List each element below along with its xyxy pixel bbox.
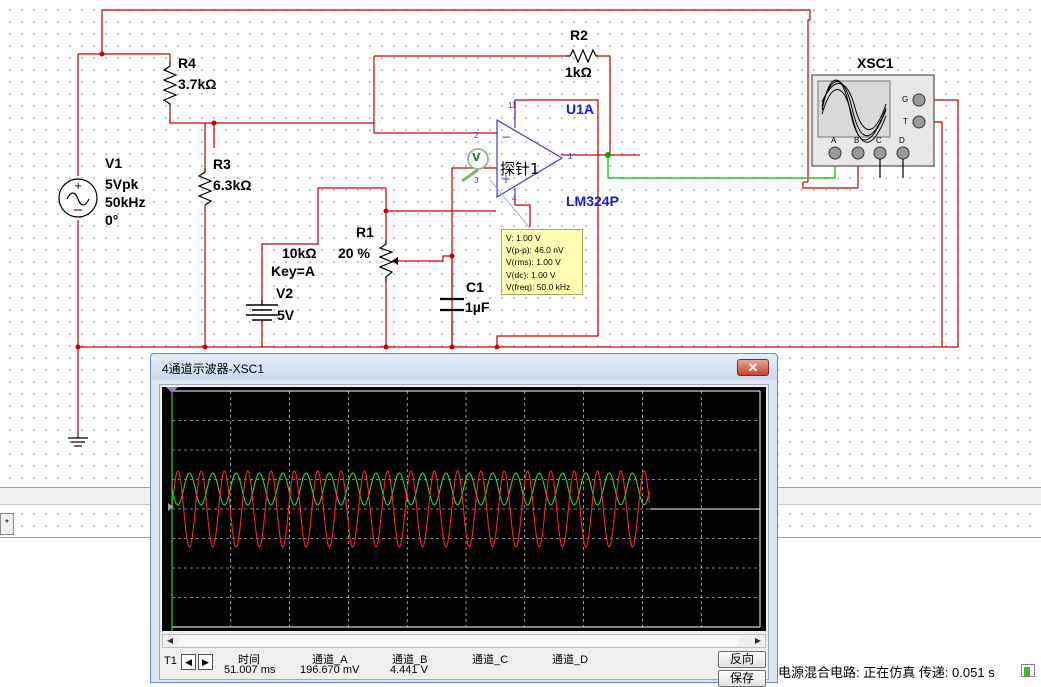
u1a-pin-3: 3 [474,176,479,185]
xsc1-channel-b: B [854,136,860,145]
probe-name[interactable]: 探针1 [500,160,540,178]
svg-text:+: + [74,181,82,192]
r2-ref: R2 [570,27,588,43]
probe-reading: V(freq): 50.0 kHz [506,281,571,292]
u1a-ref: U1A [566,101,595,117]
probe-reading: V(dc): 1.00 V [506,269,556,280]
scroll-left-icon[interactable]: ◀ [166,636,174,645]
u1a-pin-11: 11 [508,101,517,110]
trigger-marker-icon [168,503,174,511]
cursor-readout: T1 ◀ ▶ 时间 通道_A 通道_B 通道_C 通道_D 51.007 ms … [160,651,768,687]
readout-header-time: 时间 [238,654,260,666]
xsc1-channel-a: A [831,136,837,145]
cursor-next-button[interactable]: ▶ [198,654,213,670]
r1-setting: 20 % [338,245,370,261]
xsc1-terminal-g: G [902,95,909,104]
c1-ref: C1 [466,279,484,295]
u1a-pin-4: 4 [512,194,517,203]
readout-header-d: 通道_D [552,654,589,666]
scope-title: 4通道示波器-XSC1 [162,362,265,376]
r4-ref: R4 [178,55,196,71]
xsc1-terminal-t: T [903,117,908,126]
r3-ref: R3 [213,156,231,172]
v1-phase: 0° [105,212,119,228]
status-text: 电源混合电路: 正在仿真 传递: 0.051 s [778,665,995,680]
xsc1-channel-d: D [899,136,905,145]
readout-row-label: T1 [164,655,177,667]
xsc1-ref: XSC1 [857,55,894,71]
u1a-opamp-symbol: − + [496,110,564,199]
scope-scrollbar[interactable]: ◀ ▶ [162,634,766,648]
status-indicator-icon [1021,664,1035,677]
trace-channel-a [171,470,650,548]
wires [77,9,959,436]
readout-header-a: 通道_A [312,654,348,666]
probe-symbol [461,148,531,229]
v1-frequency: 50kHz [105,194,146,210]
xsc1-scope-symbol [811,74,935,178]
svg-text:−: − [501,130,511,144]
scroll-right-icon[interactable]: ▶ [754,636,762,645]
readout-header-b: 通道_B [392,654,428,666]
u1a-pin-1: 1 [568,152,573,161]
svg-text:+: + [501,172,511,186]
v2-ref: V2 [276,285,294,301]
r4-value: 3.7kΩ [178,76,217,92]
u1a-part: LM324P [566,193,619,209]
ground-symbol [68,436,88,447]
xsc1-channel-c: C [876,136,882,145]
resistors [162,48,598,282]
probe-readout-box: V: 1.00 V V(p-p): 46.0 nV V(rms): 1.00 V… [501,229,583,295]
readout-b-value: 4.441 V [390,664,428,676]
probe-reading: V(rms): 1.00 V [506,257,561,268]
c1-capacitor-symbol [440,297,464,312]
readout-time-value: 51.007 ms [224,664,276,676]
r2-value: 1kΩ [565,64,592,80]
v1-source-symbol: + [58,178,98,218]
scope-titlebar[interactable]: 4通道示波器-XSC1 ✕ [151,354,777,380]
r1-ref: R1 [356,224,374,240]
probe-reading: V(p-p): 46.0 nV [506,245,564,256]
v2-battery-symbol [246,300,278,322]
cursor-prev-button[interactable]: ◀ [181,654,196,670]
r1-value: 10kΩ [282,245,317,261]
r3-value: 6.3kΩ [213,177,252,193]
probe-reading: V: 1.00 V [506,233,541,243]
probe-v-icon: V [472,151,481,164]
scope-display [166,387,761,631]
close-button[interactable]: ✕ [737,359,769,376]
save-button[interactable]: 保存 [718,670,766,687]
junctions [75,51,500,350]
v1-ref: V1 [105,155,123,171]
reverse-button[interactable]: 反向 [718,651,766,668]
readout-header-c: 通道_C [472,654,509,666]
readout-a-value: 196.670 mV [300,664,360,676]
lower-panel-tab[interactable]: * [0,513,14,535]
cursor-t1-handle[interactable] [166,387,178,393]
u1a-pin-2: 2 [474,131,479,140]
r1-key: Key=A [271,263,315,279]
scroll-thumb[interactable] [179,636,739,646]
v2-value: 5V [277,307,295,323]
v1-amplitude: 5Vpk [105,176,139,192]
scope-screen[interactable] [162,387,766,631]
c1-value: 1µF [465,299,490,315]
scope-body: ◀ ▶ T1 ◀ ▶ 时间 通道_A 通道_B 通道_C 通道_D 51.007… [159,384,769,687]
oscilloscope-window[interactable]: 4通道示波器-XSC1 ✕ ◀ ▶ T1 ◀ ▶ 时间 通道_A 通道_B [150,353,778,687]
close-icon: ✕ [747,360,759,375]
